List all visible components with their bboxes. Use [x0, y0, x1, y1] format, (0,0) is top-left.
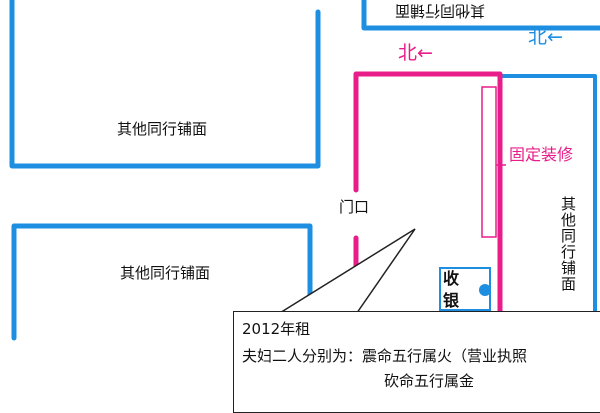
left-bottom-shop-outline [11, 223, 313, 341]
label-shop-right-vertical: 其他同行铺面 [559, 196, 577, 292]
label-shop-top-mirrored: 其他同行铺面 [395, 2, 486, 20]
label-fixed-decor: 固定装修 [509, 145, 574, 164]
left-top-shop-outline [9, 0, 321, 169]
label-cashier: 收 银 [443, 269, 460, 310]
note-callout-box: 2012年租 夫妇二人分别为：震命五行属火（营业执照 砍命五行属金 [233, 311, 600, 413]
note-line-2: 夫妇二人分别为：震命五行属火（营业执照 [242, 347, 528, 365]
label-north-pink: 北← [398, 42, 433, 64]
top-shop-outline [361, 0, 600, 31]
cashier-dot [479, 284, 491, 296]
label-shop-left-bottom: 其他同行铺面 [120, 264, 211, 282]
fixed-decor-outline [481, 86, 497, 238]
right-shop-outline [501, 74, 597, 400]
label-door: 门口 [339, 198, 370, 216]
note-line-1: 2012年租 [242, 320, 311, 338]
label-north-blue: 北← [528, 26, 563, 48]
label-shop-left-top: 其他同行铺面 [117, 120, 208, 138]
floor-plan-diagram: 其他同行铺面 其他同行铺面 其他同行铺面 其他同行铺面 北← 北← 固定装修 门… [9, 0, 600, 413]
plan-lines [9, 0, 600, 400]
note-line-3: 砍命五行属金 [384, 372, 475, 390]
